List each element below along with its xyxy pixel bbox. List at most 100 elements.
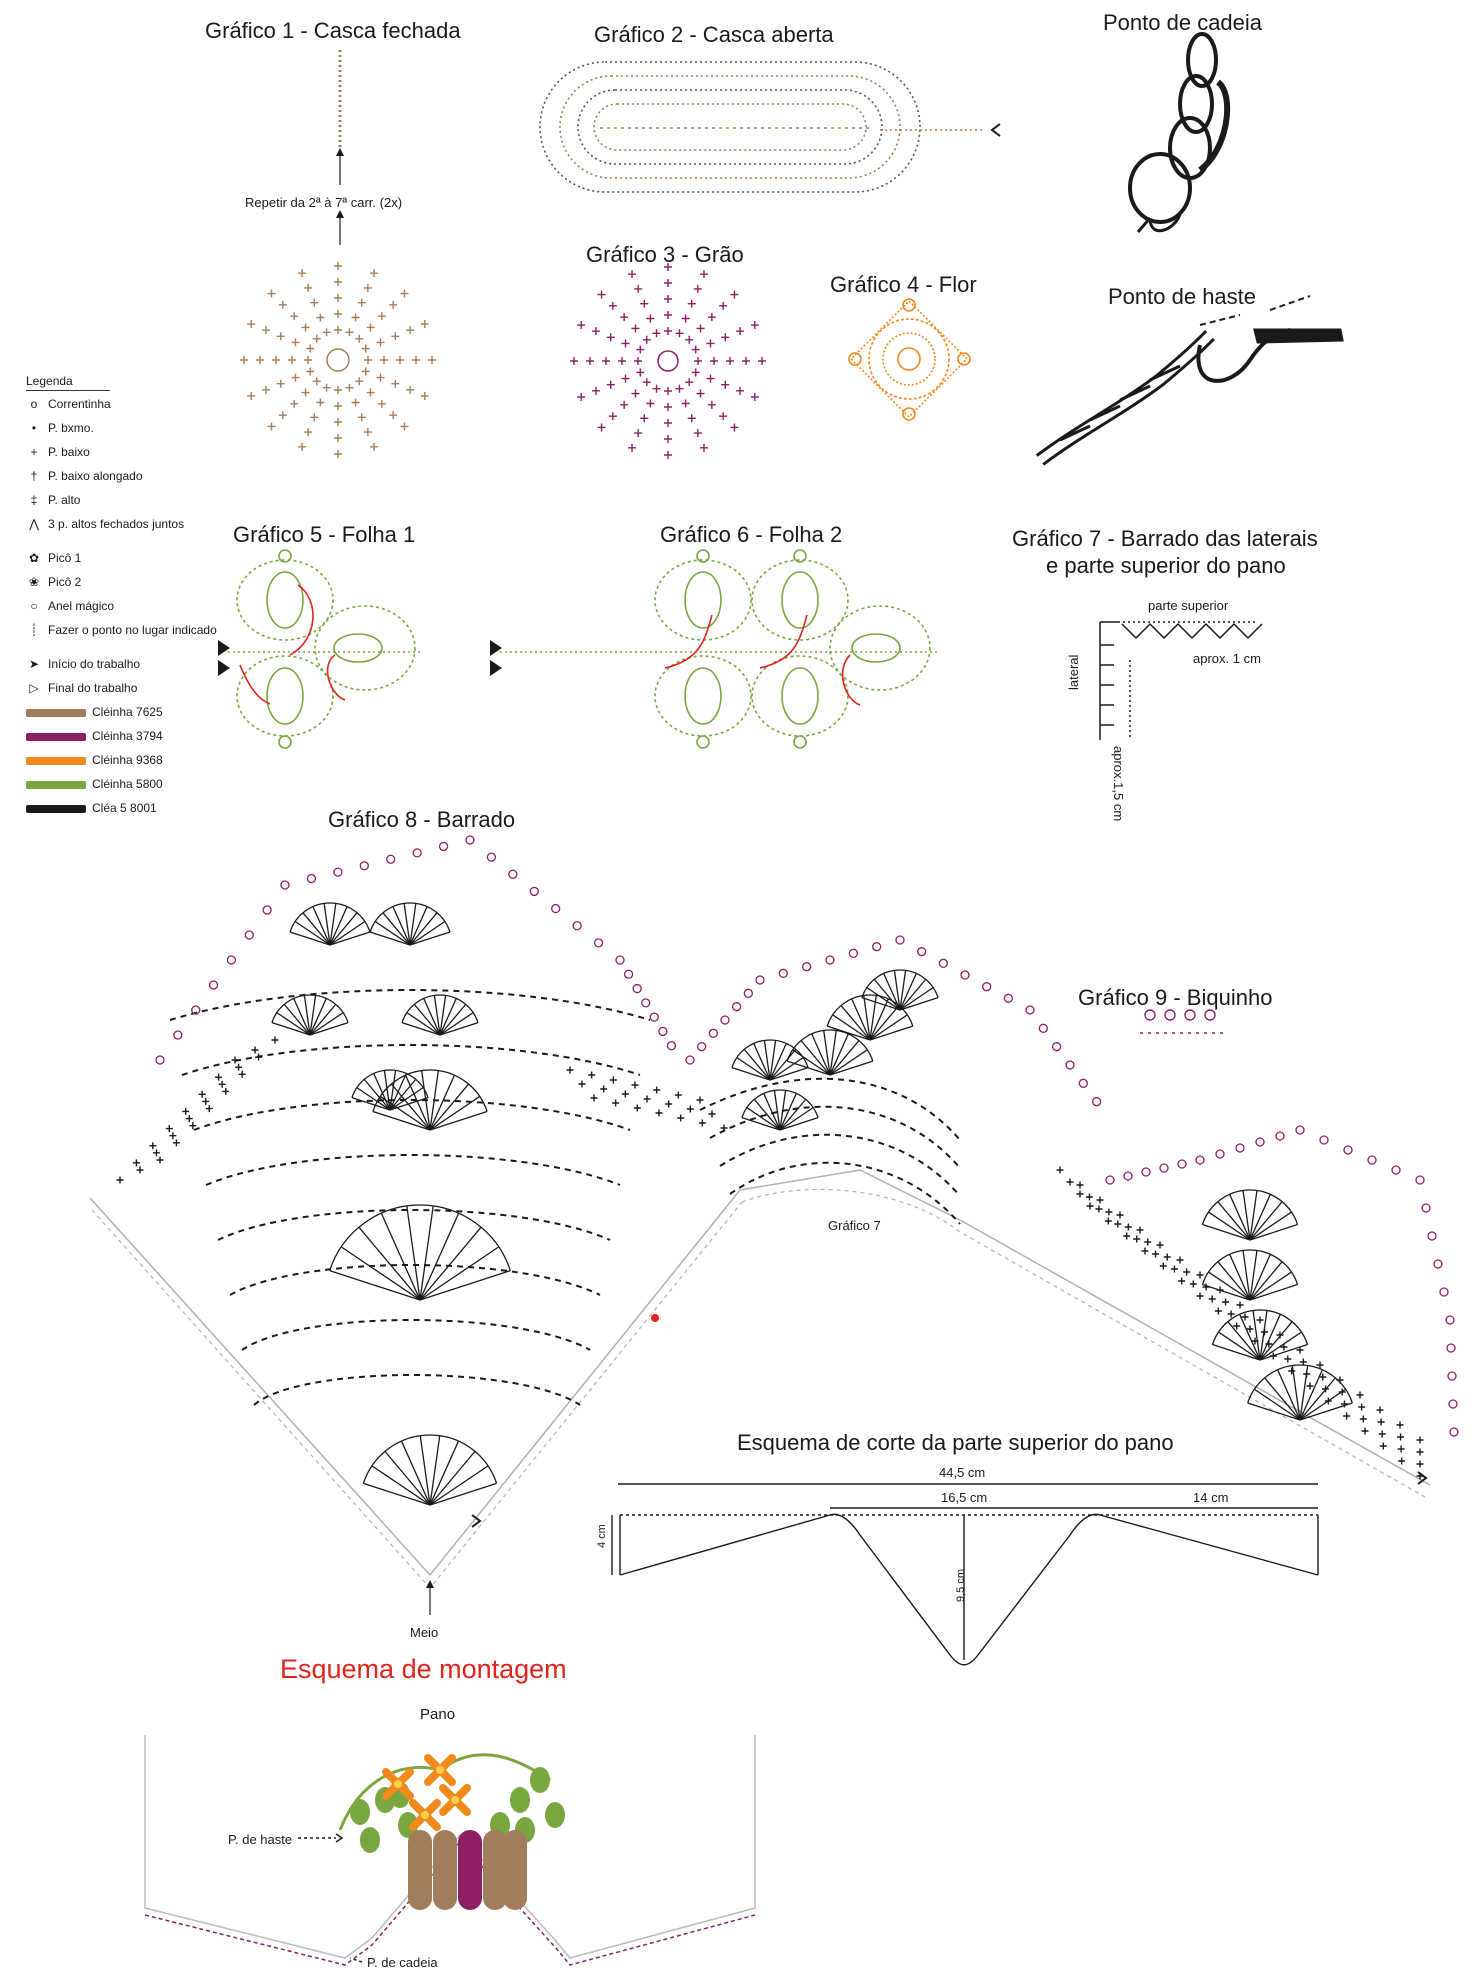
picot <box>872 942 882 952</box>
stitch-plus <box>570 357 578 365</box>
legend-symbol-row: ❀Picô 2 <box>26 575 226 599</box>
stitch-plus <box>420 320 429 329</box>
stitch-plus <box>693 284 702 293</box>
stitch-plus <box>267 289 276 298</box>
fan-spoke <box>409 903 417 946</box>
picot <box>1319 1135 1329 1145</box>
stitch-plus <box>231 1056 239 1064</box>
fan-arc <box>1201 1249 1299 1285</box>
fan-spoke <box>400 1440 431 1506</box>
fan-spoke <box>363 1078 391 1111</box>
stitch-plus <box>646 314 655 323</box>
chain-arc <box>709 1105 961 1169</box>
fan-shell <box>329 1204 511 1301</box>
picot <box>623 969 634 979</box>
stitch-plus <box>304 283 313 292</box>
stitch-plus <box>185 1115 193 1123</box>
fan-spoke <box>869 1025 913 1041</box>
stitch-plus <box>640 299 649 308</box>
fan-spoke <box>309 998 327 1036</box>
fan-spoke <box>429 1440 460 1506</box>
fan-spoke <box>309 1003 337 1036</box>
legend-color-row: Cléinha 7625 <box>26 705 226 729</box>
stitch-plus <box>1356 1391 1364 1399</box>
fan-spoke <box>409 906 428 946</box>
chart3-starburst <box>570 263 766 459</box>
picot <box>1255 1137 1265 1147</box>
legend-symbol-icon: ⋀ <box>29 517 39 531</box>
repeat-note: Repetir da 2ª à 7ª carr. (2x) <box>245 195 403 210</box>
fan-spoke <box>323 903 331 946</box>
stitch-plus <box>351 313 360 322</box>
stitch-plus <box>116 1176 124 1184</box>
fan-spoke <box>383 1070 391 1111</box>
stitch-plus <box>597 290 606 299</box>
chart8-barrado <box>89 835 1459 1615</box>
stitch-plus <box>664 279 672 287</box>
stitch-plus <box>1076 1190 1084 1198</box>
stitch-plus <box>677 1114 685 1122</box>
fan-spoke <box>792 1049 831 1076</box>
stitch-plus <box>664 295 672 303</box>
chain-arc <box>719 1133 961 1197</box>
picot <box>1343 1145 1353 1155</box>
fan-spoke <box>372 1110 431 1131</box>
fan-spoke <box>1217 1261 1251 1301</box>
assembly-grains <box>408 1830 527 1910</box>
fan-spoke <box>419 1226 482 1301</box>
stitch-plus <box>742 357 750 365</box>
fan-shell <box>401 994 479 1036</box>
picot <box>359 861 369 871</box>
legend-symbol-icon: † <box>30 469 38 483</box>
stitch-plus <box>1296 1346 1304 1354</box>
fan-spoke <box>409 912 438 946</box>
fan-spoke <box>1249 1261 1283 1301</box>
fan-spoke <box>419 1270 511 1301</box>
stitch-plus <box>588 1071 596 1079</box>
fan-spoke <box>1212 1343 1261 1361</box>
stitch-plus <box>646 399 655 408</box>
fan-spoke <box>413 1003 441 1036</box>
fan-spoke <box>779 1098 807 1131</box>
stitch-plus <box>391 379 400 388</box>
stitch-plus <box>334 418 342 426</box>
picot <box>641 998 651 1008</box>
stitch-plus <box>1159 1262 1167 1270</box>
fan-spoke <box>899 987 934 1011</box>
picot <box>1427 1231 1437 1241</box>
fan-spoke <box>829 1040 860 1076</box>
plus-row <box>1086 1202 1424 1480</box>
picot <box>895 935 905 945</box>
plus-row <box>156 1036 279 1164</box>
cut-right: 14 cm <box>1193 1490 1229 1505</box>
fan-spoke <box>1227 1321 1261 1361</box>
picot <box>1391 1165 1401 1175</box>
picot <box>1447 1371 1457 1381</box>
grain-shape <box>483 1830 507 1910</box>
fan-spoke <box>1218 1331 1261 1361</box>
picot <box>1439 1287 1449 1297</box>
stitch-plus <box>1133 1235 1141 1243</box>
stitch-plus <box>720 1124 728 1132</box>
fan-spoke <box>769 1043 787 1081</box>
legend-symbol-label: P. baixo alongado <box>48 469 143 483</box>
stitch-plus <box>1105 1208 1113 1216</box>
fan-spoke <box>409 920 446 946</box>
fan-spoke <box>1259 1331 1302 1361</box>
fan-arc <box>271 994 349 1023</box>
border-dashed <box>91 1188 1426 1589</box>
stitch-plus <box>1136 1226 1144 1234</box>
fan-spoke <box>829 1030 837 1076</box>
fan-spoke <box>1277 1369 1301 1421</box>
stitch-plus <box>357 298 366 307</box>
stitch-plus <box>634 429 643 438</box>
fan-arc <box>786 1029 874 1062</box>
stitch-plus <box>1303 1370 1311 1378</box>
fan-spoke <box>1202 1223 1251 1241</box>
stitch-plus <box>664 451 672 459</box>
fan-arc <box>1201 1189 1299 1225</box>
stitch-plus <box>1377 1418 1385 1426</box>
stitch-plus <box>608 301 617 310</box>
